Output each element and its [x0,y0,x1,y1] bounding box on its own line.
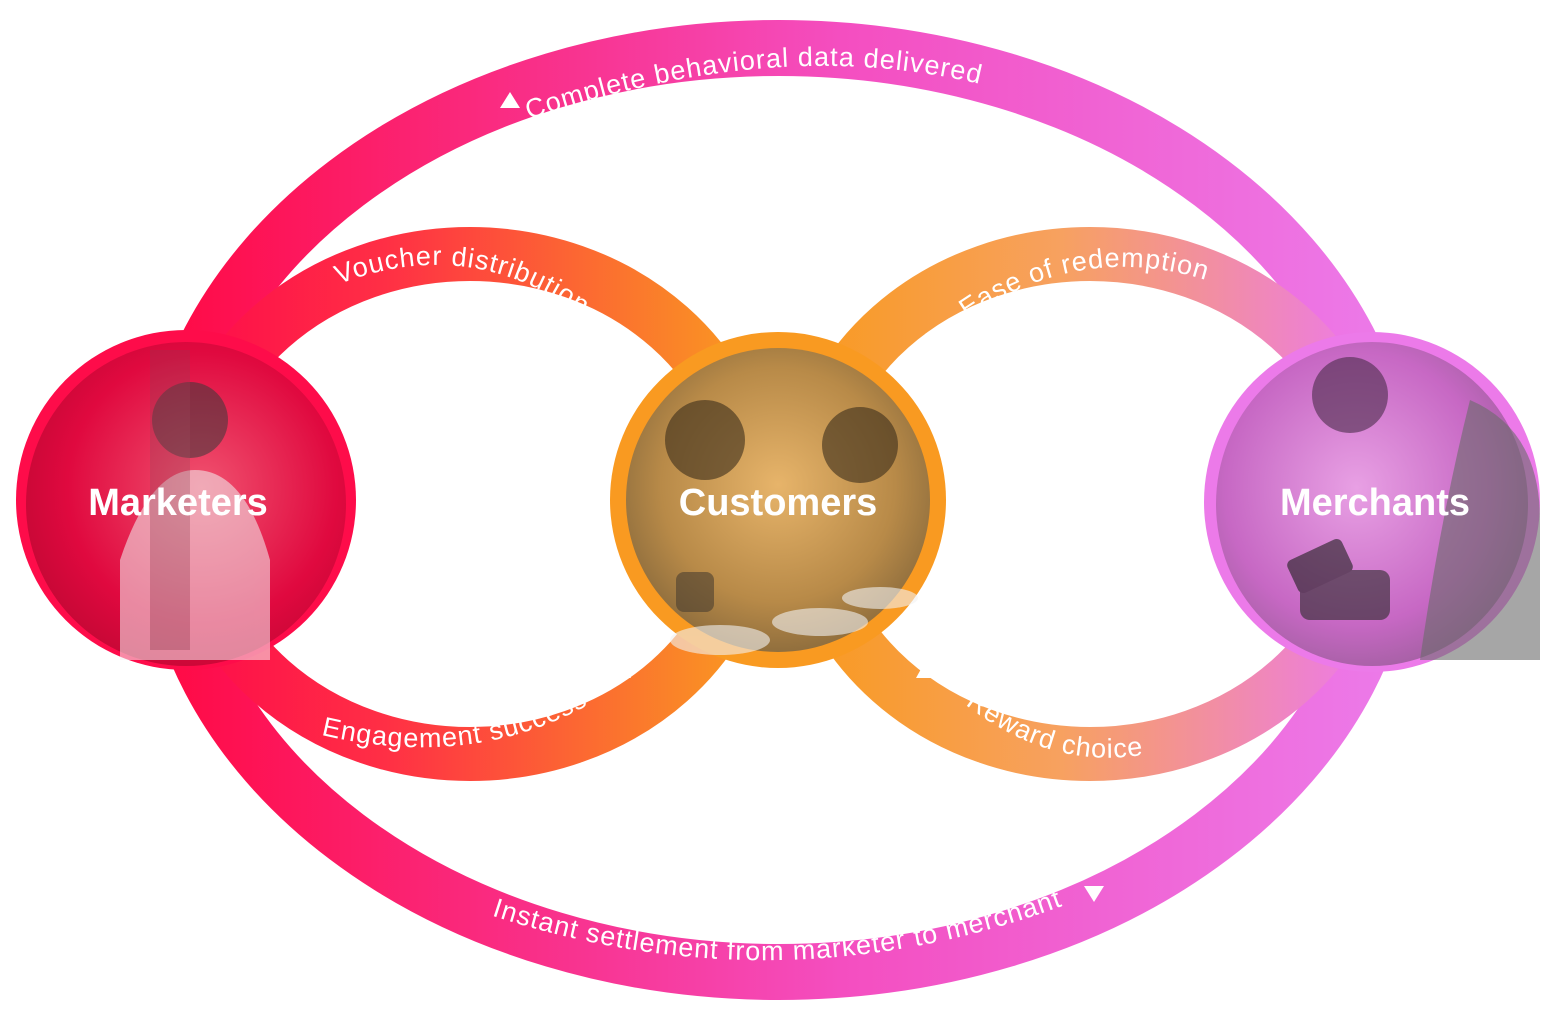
node-label-marketers: Marketers [88,482,268,524]
arrow-up-icon [611,333,631,351]
arrow-up-icon [916,660,936,678]
node-label-merchants: Merchants [1280,482,1470,524]
arrow-down-icon [1084,886,1104,902]
node-marketers: Marketers [16,330,356,670]
arrow-up-icon [916,333,936,351]
person-silhouette-icon [120,350,270,660]
dining-scene-icon [665,400,918,655]
arrow-up-icon [500,92,520,108]
node-label-customers: Customers [679,482,878,524]
arrow-up-icon [611,660,631,678]
payment-terminal-icon [1287,357,1540,660]
node-customers: Customers [610,332,946,668]
node-merchants: Merchants [1204,332,1540,672]
